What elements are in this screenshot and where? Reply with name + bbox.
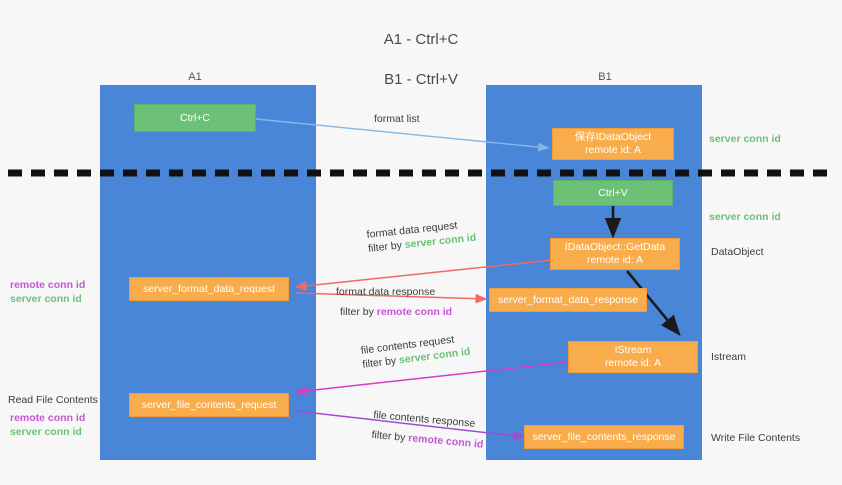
filter-prefix: filter by (367, 239, 406, 255)
edge-label-format-data-request: format data request filter by server con… (366, 217, 477, 256)
box-server-format-data-response[interactable]: server_format_data_response (489, 288, 647, 312)
box-istream[interactable]: IStream remote id: A (568, 341, 698, 373)
left-label-read-file-contents: Read File Contents (8, 393, 98, 407)
edge-label-format-data-response-text: format data response (336, 286, 436, 298)
left-label-remote-conn-2: remote conn id (10, 412, 86, 424)
box-save-idataobject[interactable]: 保存IDataObject remote id: A (552, 128, 674, 160)
right-label-write-file-contents: Write File Contents (711, 431, 800, 445)
right-label-dataobject: DataObject (711, 245, 764, 259)
edge-label-file-contents-response-text: file contents response (372, 408, 476, 430)
edge-label-file-contents-request: file contents request filter by server c… (360, 331, 471, 372)
left-label-conn-ids-1: remote conn id server conn id (10, 278, 85, 306)
right-label-dataobject-text: DataObject (711, 246, 764, 258)
page-title: A1 - Ctrl+C B1 - Ctrl+V (271, 10, 571, 110)
left-label-server-conn-1: server conn id (10, 293, 82, 305)
right-label-write-file-contents-text: Write File Contents (711, 432, 801, 444)
box-ctrl-v[interactable]: Ctrl+V (553, 180, 673, 206)
box-save-idataobject-line2: remote id: A (584, 144, 642, 156)
filter-prefix: filter by (361, 354, 400, 371)
edge-label-format-list: format list (374, 112, 420, 126)
box-getdata-line1: IDataObject::GetData (564, 241, 666, 253)
right-label-istream: Istream (711, 350, 746, 364)
filter-prefix: filter by (371, 428, 409, 445)
box-getdata-line2: remote id: A (586, 254, 644, 266)
left-label-remote-conn-1: remote conn id (10, 279, 86, 291)
left-label-read-file-contents-text: Read File Contents (8, 394, 98, 406)
right-label-server-conn-second: server conn id (709, 210, 781, 224)
right-label-server-conn-top: server conn id (709, 132, 781, 146)
box-istream-line2: remote id: A (604, 357, 662, 369)
edge-label-file-contents-response: file contents response filter by remote … (371, 408, 486, 452)
box-server-file-contents-request-label: server_file_contents_request (141, 398, 277, 411)
edge-label-file-contents-response-filter: filter by remote conn id (371, 428, 484, 452)
box-server-format-data-request[interactable]: server_format_data_request (129, 277, 289, 301)
lane-b1-name: B1 (598, 71, 612, 83)
lane-a1-name: A1 (188, 71, 202, 83)
box-ctrl-c[interactable]: Ctrl+C (134, 104, 256, 132)
title-line-2: B1 - Ctrl+V (384, 71, 458, 88)
box-ctrl-v-label: Ctrl+V (598, 186, 628, 199)
box-server-file-contents-response[interactable]: server_file_contents_response (524, 425, 684, 449)
box-save-idataobject-line1: 保存IDataObject (574, 131, 652, 143)
edge-label-format-data-response: format data response filter by remote co… (336, 285, 452, 319)
box-server-file-contents-request[interactable]: server_file_contents_request (129, 393, 289, 417)
edge-label-format-list-text: format list (374, 113, 420, 125)
title-line-1: A1 - Ctrl+C (383, 31, 459, 48)
edge-label-format-data-response-filter: filter by remote conn id (340, 305, 452, 319)
right-label-server-conn-second-text: server conn id (709, 211, 781, 223)
filter-prefix: filter by (340, 306, 377, 318)
filter-value-remote-conn-id: remote conn id (376, 306, 453, 318)
box-idataobject-getdata[interactable]: IDataObject::GetData remote id: A (550, 238, 680, 270)
left-label-conn-ids-2: remote conn id server conn id (10, 411, 85, 439)
box-ctrl-c-label: Ctrl+C (179, 111, 211, 124)
box-server-file-contents-response-label: server_file_contents_response (532, 430, 676, 443)
right-label-server-conn-top-text: server conn id (709, 133, 781, 145)
box-server-format-data-response-label: server_format_data_response (497, 293, 639, 306)
left-label-server-conn-2: server conn id (10, 426, 82, 438)
box-server-format-data-request-label: server_format_data_request (143, 282, 275, 295)
filter-value-remote-conn-id: remote conn id (407, 432, 484, 451)
right-label-istream-text: Istream (711, 351, 747, 363)
box-istream-line1: IStream (614, 344, 652, 356)
